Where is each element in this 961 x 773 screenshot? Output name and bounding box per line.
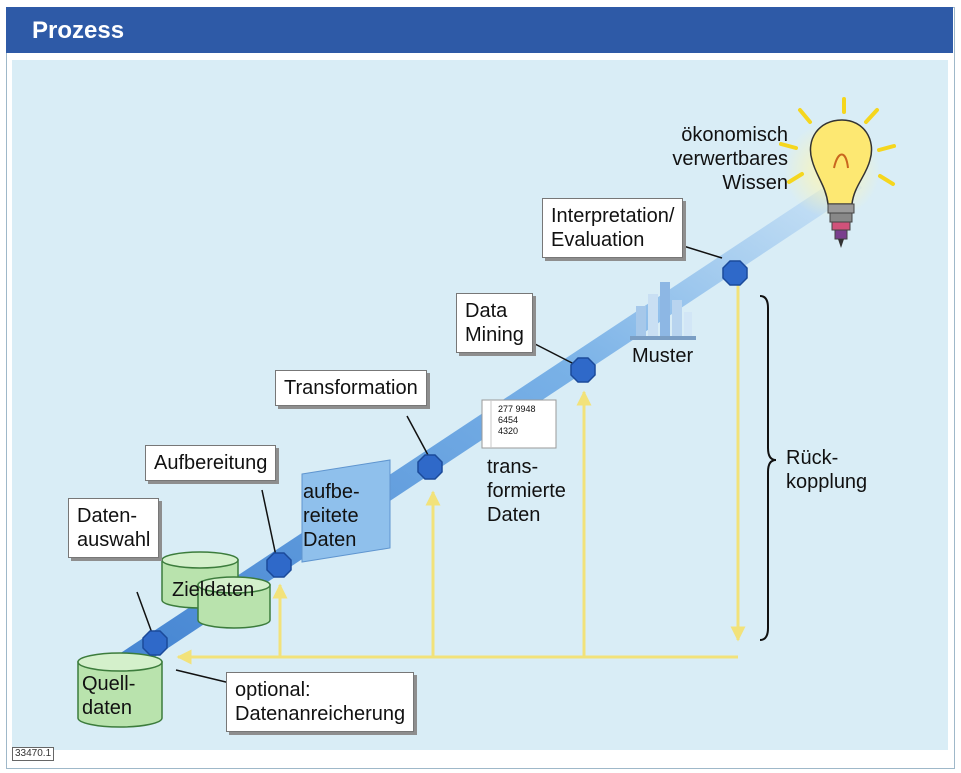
node-interpretation (722, 260, 748, 286)
step-datenauswahl: Daten- auswahl (68, 498, 160, 558)
document-numbers: 277 9948 6454 4320 (498, 404, 536, 436)
muster-label: Muster (632, 345, 694, 367)
step-nodes (142, 260, 748, 656)
wissen-label: ökonomisch verwertbares Wissen (672, 124, 788, 194)
node-data-mining (570, 357, 596, 383)
node-aufbereitung (266, 552, 292, 578)
zieldaten-label: Zieldaten (172, 579, 255, 601)
quelldaten-label: Quell- daten (82, 673, 136, 719)
lightbulb-icon (779, 97, 896, 248)
transformierte-daten-label: trans- formierte Daten (487, 456, 566, 526)
page-title: Prozess (32, 17, 125, 44)
zieldaten-cylinder (161, 551, 271, 629)
step-aufbereitung: Aufbereitung (145, 445, 277, 481)
node-transformation (417, 454, 443, 480)
feedback-arrows (176, 275, 746, 665)
rueckkopplung-label: Rück- kopplung (786, 447, 868, 493)
aufbereitete-daten-label: aufbe- reitete Daten (303, 481, 360, 551)
step-interpretation: Interpretation/ Evaluation (542, 198, 684, 258)
optional-datenanreicherung: optional: Datenanreicherung (226, 672, 415, 732)
figure-code: 33470.1 (12, 747, 55, 761)
aufbereitete-daten-slab (301, 459, 391, 563)
rueckkopplung-brace (759, 295, 777, 641)
step-data-mining: Data Mining (456, 293, 533, 353)
transformierte-daten-document (481, 399, 557, 449)
node-datenauswahl (142, 630, 168, 656)
quelldaten-cylinder (77, 652, 163, 728)
step-transformation: Transformation (275, 370, 427, 406)
header-bar: Prozess (6, 7, 953, 53)
pointer-lines (136, 239, 723, 684)
muster-chart-icon (630, 282, 696, 340)
